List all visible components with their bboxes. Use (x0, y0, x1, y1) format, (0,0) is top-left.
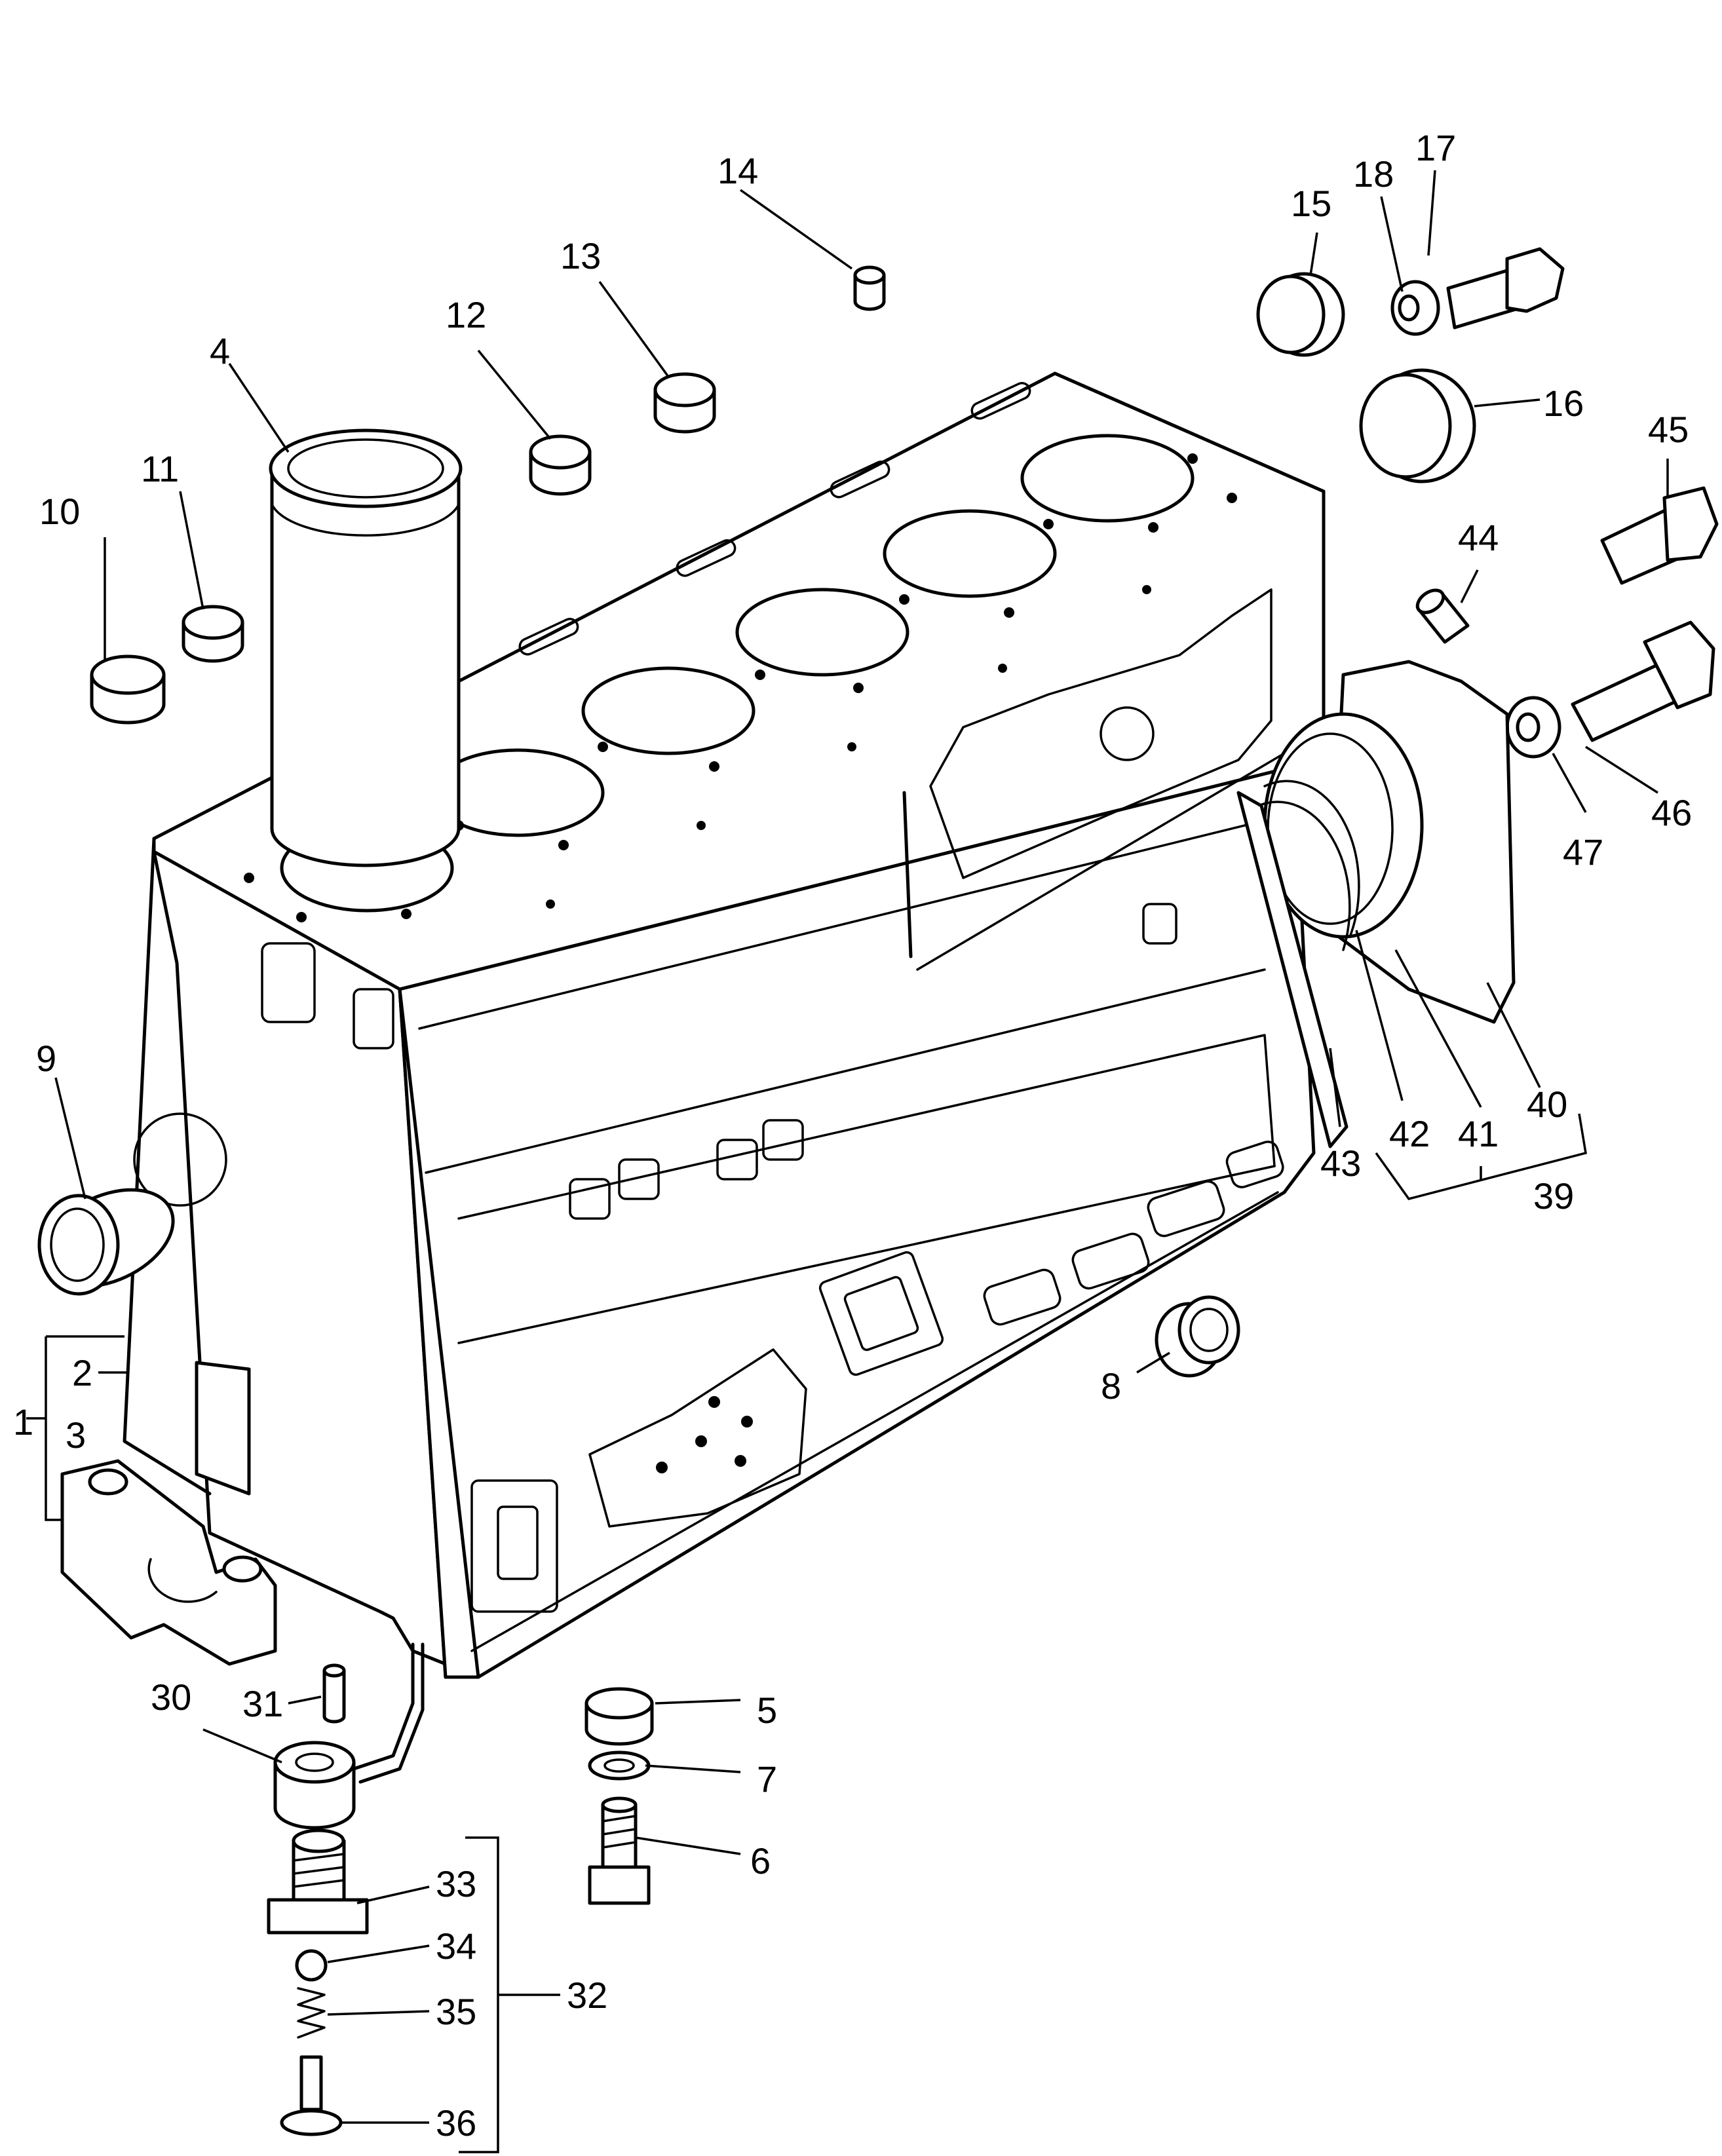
callout-4: 4 (210, 330, 230, 371)
callout-36: 36 (436, 2102, 476, 2144)
callout-labels: 1 2 3 4 5 6 7 8 9 10 11 12 13 14 15 16 1… (13, 127, 1692, 2144)
plug-36 (280, 2055, 343, 2136)
callout-16: 16 (1543, 383, 1584, 424)
callout-10: 10 (39, 491, 80, 532)
expansion-plugs (90, 265, 886, 725)
plug-10 (90, 654, 166, 725)
callout-40: 40 (1527, 1084, 1567, 1125)
callout-32: 32 (567, 1975, 607, 2016)
callout-18: 18 (1353, 153, 1394, 195)
callout-11: 11 (141, 448, 179, 489)
plug-14 (853, 265, 886, 311)
valve-body-33 (267, 1828, 369, 1935)
head-bolt-holes (244, 453, 1237, 922)
bearing-cap-3 (60, 1459, 277, 1666)
washer-47 (1505, 696, 1561, 759)
part-7 (588, 1750, 651, 1781)
plug-12 (529, 434, 592, 496)
callout-34: 34 (436, 1925, 476, 1967)
leader-lines (26, 170, 1669, 2153)
callout-39: 39 (1533, 1175, 1574, 1217)
cylinder-bore-6 (1020, 434, 1195, 523)
cylinder-bore-5 (883, 509, 1057, 598)
callout-8: 8 (1101, 1365, 1121, 1407)
bolt-6 (588, 1796, 651, 1905)
cylinder-bore-4 (735, 588, 909, 677)
bushing-8 (1155, 1295, 1240, 1378)
cylinder-bore-3 (581, 666, 756, 755)
camshaft-bore (133, 1112, 227, 1207)
callout-9: 9 (36, 1038, 56, 1079)
callout-5: 5 (757, 1690, 777, 1731)
callout-13: 13 (560, 235, 601, 276)
callout-42: 42 (1389, 1113, 1430, 1154)
callout-30: 30 (151, 1676, 191, 1718)
callout-31: 31 (242, 1683, 283, 1724)
bolt-17 (1446, 247, 1565, 330)
pin-31 (322, 1663, 346, 1724)
callout-3: 3 (66, 1414, 86, 1456)
plug-45 (1600, 486, 1719, 585)
callout-12: 12 (446, 294, 486, 335)
callout-1: 1 (13, 1401, 33, 1443)
oil-slots (518, 382, 1031, 656)
oil-jet-30 (273, 1642, 425, 1830)
callout-33: 33 (436, 1863, 476, 1904)
bolt-46 (1571, 620, 1715, 742)
spring-35 (297, 1987, 326, 2039)
plug-16 (1359, 368, 1476, 483)
washer-18 (1390, 280, 1440, 336)
callout-17: 17 (1415, 127, 1456, 168)
side-bosses (569, 903, 1177, 1220)
callout-45: 45 (1648, 409, 1689, 450)
side-windows (983, 1141, 1284, 1326)
rear-fasteners (1415, 486, 1719, 759)
seal-42 (1263, 780, 1360, 938)
rear-plugs (1256, 247, 1565, 483)
pin-44 (1415, 588, 1470, 644)
callout-6: 6 (750, 1840, 771, 1882)
callout-2: 2 (72, 1352, 92, 1393)
plug-15 (1256, 272, 1345, 357)
callout-43: 43 (1320, 1143, 1361, 1184)
callout-15: 15 (1291, 183, 1331, 224)
part-5 (584, 1687, 654, 1746)
callout-46: 46 (1651, 792, 1692, 833)
callout-44: 44 (1458, 517, 1499, 558)
callout-41: 41 (1458, 1113, 1499, 1154)
ball-34 (295, 1949, 328, 1982)
callout-7: 7 (757, 1758, 777, 1800)
cylinder-liner (269, 428, 463, 867)
relief-valve-32 (267, 1828, 369, 2136)
camshaft-bushing-9 (37, 1188, 175, 1296)
rear-seal-assembly (1236, 660, 1516, 1148)
callout-14: 14 (718, 150, 758, 191)
plug-11 (182, 605, 244, 663)
plug-13 (653, 372, 716, 434)
callout-47: 47 (1563, 831, 1603, 873)
callout-35: 35 (436, 1991, 476, 2032)
gasket-43 (1236, 791, 1349, 1148)
